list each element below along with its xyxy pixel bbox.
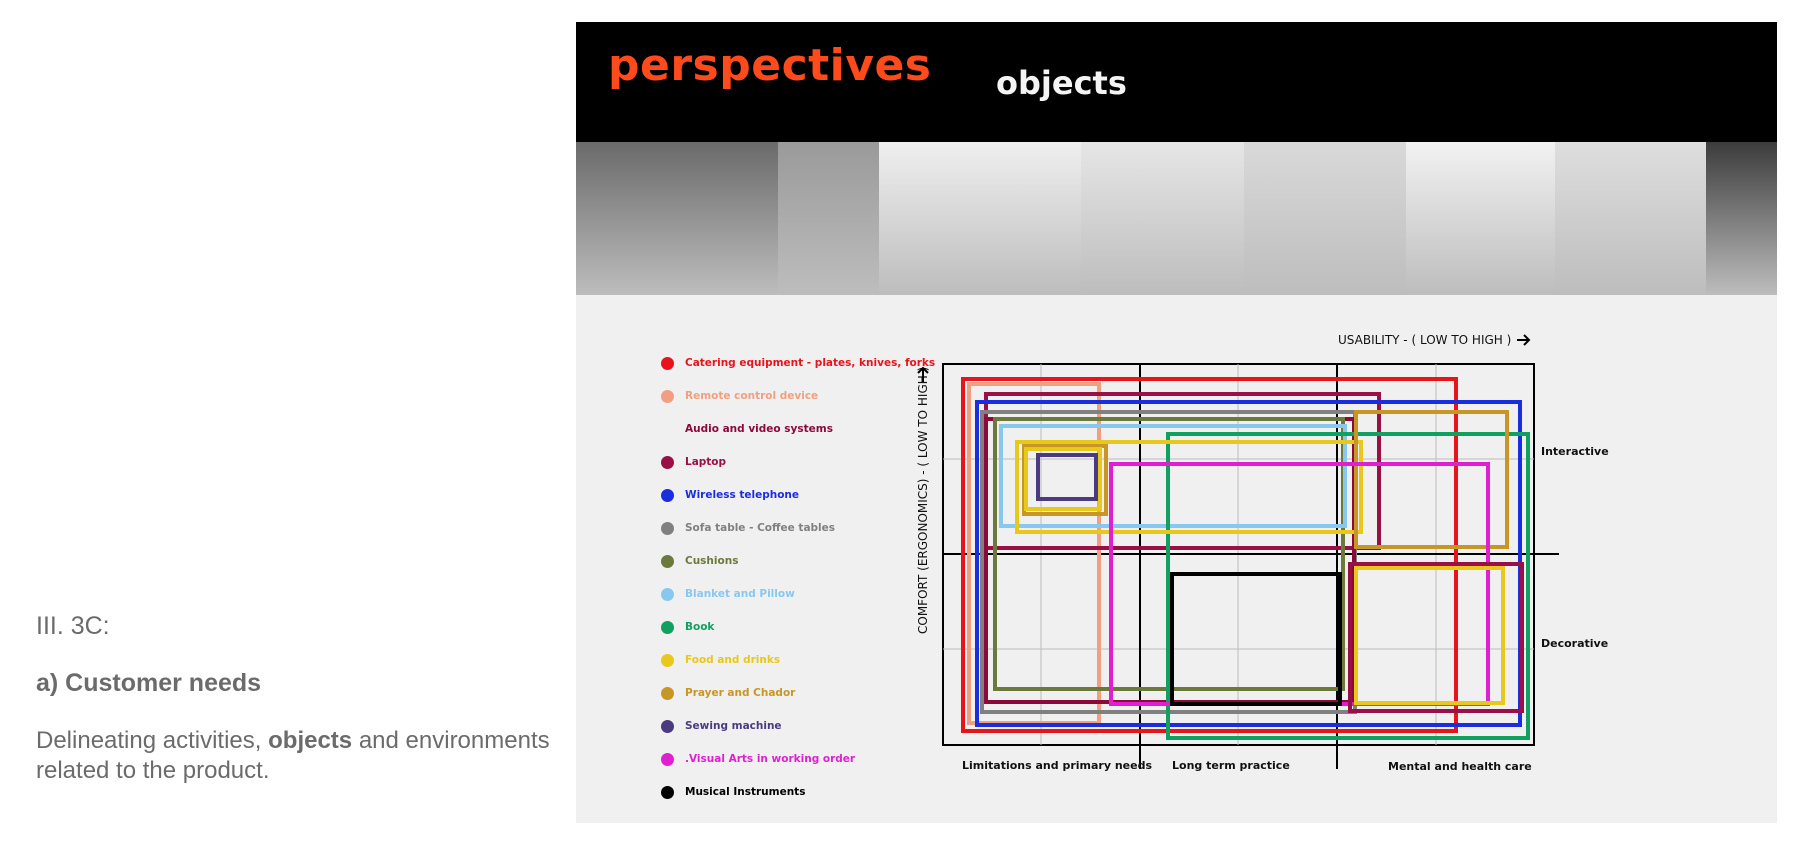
legend-dot-icon	[661, 720, 674, 733]
legend-dot-icon	[661, 555, 674, 568]
legend-label: Wireless telephone	[685, 489, 800, 501]
slide-banner: perspectives objects	[576, 22, 1777, 142]
object-boxes	[961, 377, 1530, 740]
object-box	[1036, 453, 1098, 501]
column-label-long-term: Long term practice	[1172, 759, 1290, 772]
y-axis-arrow-icon	[917, 366, 929, 382]
row-label-interactive: Interactive	[1541, 445, 1609, 458]
legend-label: Remote control device	[685, 390, 819, 402]
desc-part-1: Delineating activities,	[36, 727, 269, 754]
object-box	[999, 424, 1347, 528]
legend-label: Musical Instruments	[685, 786, 806, 798]
coffee-table-photo	[1555, 142, 1707, 295]
legend-dot-icon	[661, 654, 674, 667]
legend-dot-icon	[661, 390, 674, 403]
object-box	[1354, 410, 1509, 549]
section-description: Delineating activities, objects and envi…	[36, 726, 556, 786]
x-axis-title: USABILITY - ( LOW TO HIGH )	[1338, 333, 1511, 347]
legend-label: Book	[685, 621, 715, 633]
legend-dot-icon	[661, 753, 674, 766]
legend-label: Catering equipment - plates, knives, for…	[685, 357, 936, 369]
legend-label: Cushions	[685, 555, 739, 567]
legend-label: Sofa table - Coffee tables	[685, 522, 836, 534]
legend-dot-icon	[661, 522, 674, 535]
teapot-and-cup-photo	[576, 142, 779, 295]
legend-dot-icon	[661, 357, 674, 370]
object-box	[1354, 566, 1505, 705]
x-axis-arrow-icon	[1517, 334, 1531, 346]
object-box	[1170, 572, 1342, 706]
row-label-decorative: Decorative	[1541, 637, 1608, 650]
legend-dot-icon	[661, 456, 674, 469]
legend-label: Prayer and Chador	[685, 687, 796, 699]
perspective-matrix: USABILITY - ( LOW TO HIGH ) COMFORT (ERG…	[916, 333, 1609, 773]
object-box	[961, 377, 1458, 733]
left-text-panel: III. 3C: a) Customer needs Delineating a…	[36, 612, 556, 786]
desc-part-2: and environments related to the product.	[36, 727, 550, 784]
y-axis-title: COMFORT (ERGONOMICS) - ( LOW TO HIGH )	[916, 367, 930, 634]
object-box	[1166, 432, 1530, 740]
slide-panel: perspectives objects Catering equipment …	[576, 22, 1777, 823]
legend-label: Audio and video systems	[685, 423, 833, 435]
musical-instrument-photo	[1706, 142, 1777, 295]
legend-dot-icon	[661, 621, 674, 634]
legend-label: Blanket and Pillow	[685, 588, 795, 600]
legend-dot-icon	[661, 786, 674, 799]
column-label-mental-health: Mental and health care	[1388, 760, 1532, 773]
section-number: III. 3C:	[36, 612, 110, 640]
column-label-limitations: Limitations and primary needs	[962, 759, 1152, 772]
laptops-photo	[879, 142, 1082, 295]
slide-subtitle: objects	[996, 64, 1127, 102]
legend-dot-icon	[661, 588, 674, 601]
brand-title: perspectives	[608, 40, 932, 91]
legend-dot-icon	[661, 687, 674, 700]
legend-label: Sewing machine	[685, 720, 782, 732]
legend-label: .Visual Arts in working order	[685, 753, 856, 765]
cushions-photo	[1244, 142, 1407, 295]
legend-label: Food and drinks	[685, 654, 781, 666]
legend-label: Laptop	[685, 456, 727, 468]
object-box	[1015, 440, 1363, 534]
object-box	[1024, 447, 1102, 511]
object-box	[1348, 562, 1524, 713]
telephone-photo	[1081, 142, 1245, 295]
desc-bold: objects	[268, 727, 353, 754]
legend-dot-icon	[661, 489, 674, 502]
photo-strip	[576, 142, 1777, 295]
section-subtitle: a) Customer needs	[36, 669, 262, 697]
